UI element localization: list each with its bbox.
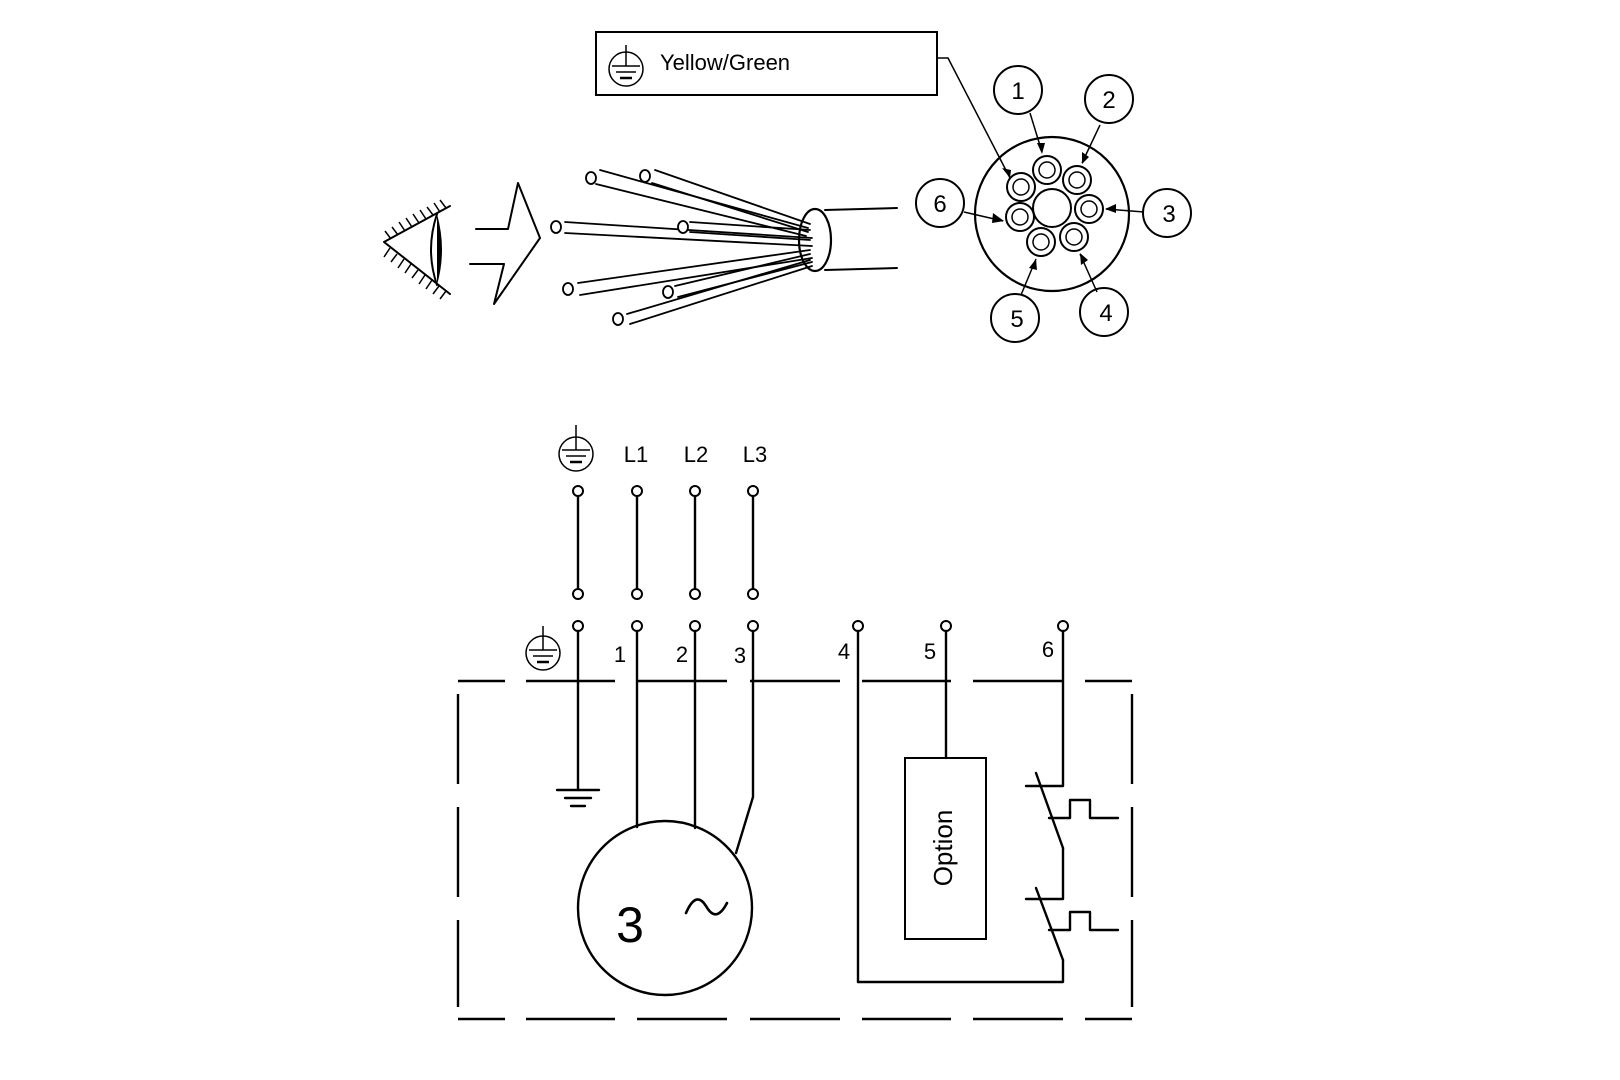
option-box: Option <box>904 757 987 940</box>
svg-text:3: 3 <box>1162 201 1175 228</box>
callout-6: 6 <box>915 178 965 228</box>
thermal-symbol-icon <box>1047 798 1120 820</box>
motor-phase-count: 3 <box>616 897 644 953</box>
terminal-box-enclosure <box>456 679 1134 1021</box>
cable-bundle <box>550 169 898 326</box>
terminal-number-1: 1 <box>614 642 626 667</box>
callout-5: 5 <box>990 293 1040 343</box>
ground-symbol-icon <box>555 788 601 808</box>
protective-earth-icon <box>608 45 644 87</box>
callout-3: 3 <box>1142 188 1192 238</box>
svg-text:6: 6 <box>933 191 946 218</box>
callout-4: 4 <box>1079 287 1129 337</box>
terminal-number-6: 6 <box>1042 637 1054 662</box>
view-direction-arrow <box>469 182 541 305</box>
motor-symbol: 3 <box>576 819 754 997</box>
supply-label-l3: L3 <box>743 442 767 467</box>
terminal-earth-icon <box>525 626 561 671</box>
thermal-symbol-icon <box>1047 910 1120 932</box>
thermal-contact-1 <box>1034 771 1120 850</box>
terminal-number-5: 5 <box>924 639 936 664</box>
earth-color-label: Yellow/Green <box>660 50 790 75</box>
internal-wiring <box>555 629 1065 984</box>
svg-text:1: 1 <box>1011 78 1024 105</box>
arrowhead <box>1002 168 1011 178</box>
ac-symbol-icon <box>684 898 729 916</box>
earth-legend-box: Yellow/Green <box>595 31 938 96</box>
callout-2: 2 <box>1084 74 1134 124</box>
terminal-number-4: 4 <box>838 639 850 664</box>
earth-leader-line <box>937 57 1011 179</box>
supply-earth-icon <box>558 425 594 472</box>
supply-label-l1: L1 <box>624 442 648 467</box>
supply-links <box>572 485 759 600</box>
thermal-contact-2 <box>1034 886 1120 962</box>
conductor-cross-sections <box>1005 155 1104 257</box>
svg-text:2: 2 <box>1102 87 1115 114</box>
eye-icon <box>383 199 451 300</box>
terminal-number-2: 2 <box>676 642 688 667</box>
terminal-number-3: 3 <box>734 643 746 668</box>
callout-1: 1 <box>993 65 1043 115</box>
option-label: Option <box>928 810 958 887</box>
svg-text:5: 5 <box>1010 306 1023 333</box>
svg-text:4: 4 <box>1099 300 1112 327</box>
cable-cross-section <box>963 112 1145 296</box>
supply-label-l2: L2 <box>684 442 708 467</box>
motor-terminals <box>572 620 1069 632</box>
